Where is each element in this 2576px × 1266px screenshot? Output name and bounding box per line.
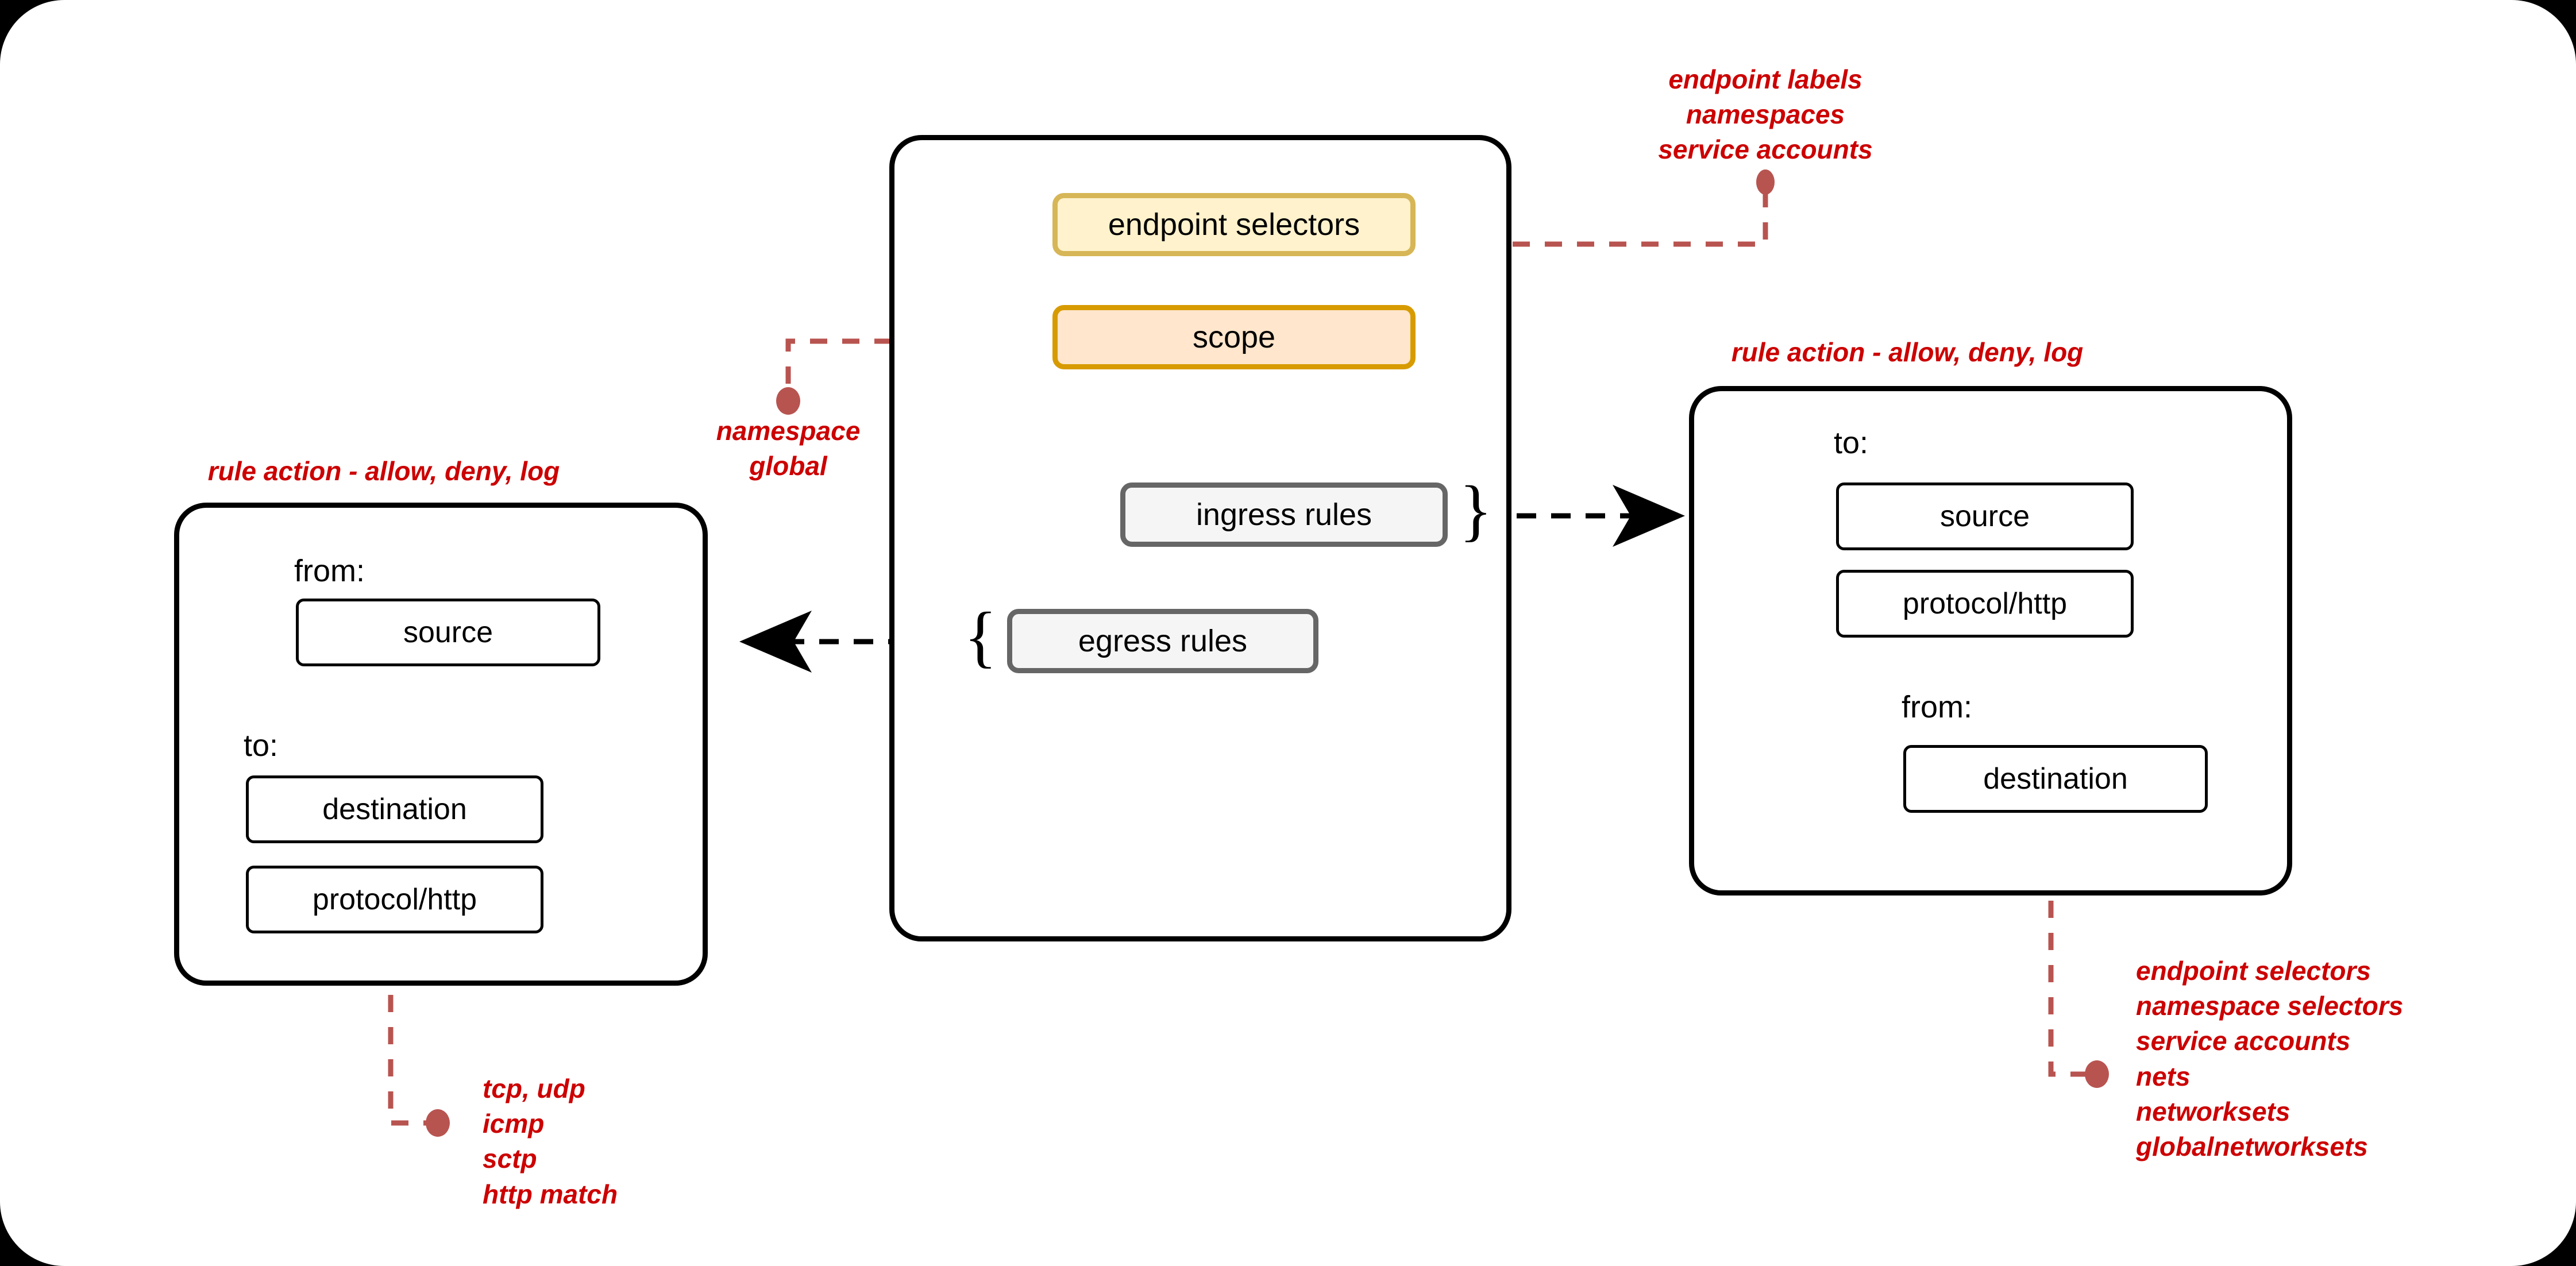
annotation-line: icmp: [483, 1109, 545, 1139]
ingress-rule-detail: [1689, 386, 2292, 896]
ingress-to-label: to:: [1834, 426, 1869, 460]
node-scope[interactable]: scope: [1052, 305, 1416, 369]
annotation-line: endpoint selectors: [2136, 956, 2371, 986]
ingress-node-protocol-http[interactable]: protocol/http: [1836, 570, 2134, 638]
ingress-node-destination[interactable]: destination: [1903, 745, 2208, 813]
annotation-line: nets: [2136, 1061, 2191, 1091]
annotation-scope: namespace global: [616, 414, 961, 484]
ingress-node-source[interactable]: source: [1836, 483, 2134, 550]
egress-node-destination[interactable]: destination: [246, 775, 543, 843]
node-endpoint-selectors[interactable]: endpoint selectors: [1052, 193, 1416, 256]
ingress-from-label: from:: [1902, 690, 1973, 724]
annotation-line: service accounts: [1658, 134, 1873, 165]
annotation-line: service accounts: [2136, 1026, 2351, 1056]
node-egress-rules[interactable]: egress rules: [1007, 609, 1318, 673]
annotation-line: http match: [483, 1179, 618, 1209]
annotation-line: namespaces: [1686, 99, 1845, 130]
egress-node-protocol-http[interactable]: protocol/http: [246, 866, 543, 933]
brace-ingress: }: [1459, 472, 1493, 548]
brace-egress: {: [964, 598, 997, 674]
annotation-line: namespace selectors: [2136, 991, 2404, 1021]
annotation-line: networksets: [2136, 1096, 2290, 1126]
annotation-ingress-rule-action: rule action - allow, deny, log: [1731, 337, 2084, 367]
annotation-line: tcp, udp: [483, 1074, 585, 1103]
egress-from-label: from:: [294, 554, 365, 588]
annotation-destination-selectors: endpoint selectors namespace selectors s…: [2136, 954, 2573, 1164]
node-ingress-rules[interactable]: ingress rules: [1120, 483, 1448, 547]
egress-node-source[interactable]: source: [296, 599, 600, 666]
annotation-line: sctp: [483, 1144, 537, 1174]
annotation-endpoint-selectors: endpoint labels namespaces service accou…: [1593, 62, 1938, 168]
annotation-line: endpoint labels: [1668, 64, 1862, 94]
egress-to-label: to:: [244, 728, 279, 763]
annotation-line: namespace: [716, 416, 861, 446]
annotation-protocols: tcp, udp icmp sctp http match: [483, 1071, 885, 1212]
annotation-line: global: [749, 451, 827, 481]
annotation-egress-rule-action: rule action - allow, deny, log: [207, 456, 560, 486]
annotation-line: globalnetworksets: [2136, 1131, 2368, 1161]
